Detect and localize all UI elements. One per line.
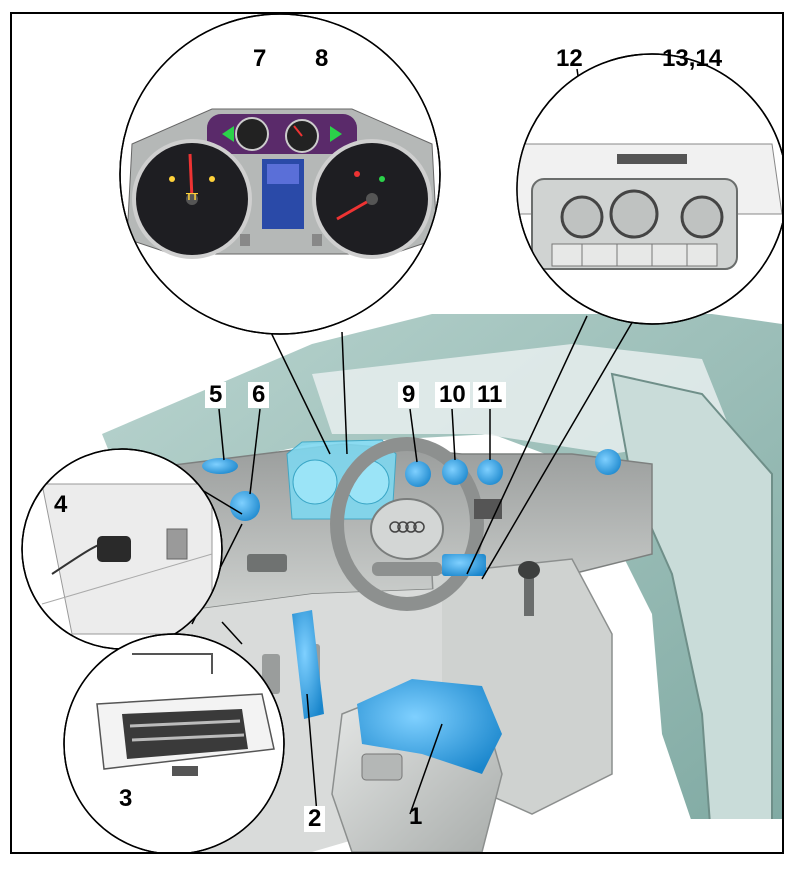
vent-6 [230,491,260,521]
fan-knob [609,189,659,239]
tach-needle [188,153,194,200]
turn-left-indicator [222,126,234,142]
callout-1: 1 [409,803,423,830]
turn-right-indicator [330,126,342,142]
callout-12: 12 [556,45,583,72]
diagram-frame: TT [10,12,784,854]
callout-7: 7 [253,45,267,72]
seat-heating-highlight [357,679,502,774]
small-gauge-left [235,117,269,151]
vent-9 [405,461,431,487]
speedo-needle [336,197,373,221]
vent-11 [477,459,503,485]
temp-knob-left [560,195,604,239]
climate-buttons-row [551,243,718,267]
callout-5: 5 [205,382,227,408]
climate-detail-circle [516,53,782,325]
sill-highlight [292,610,324,719]
vent-10 [442,459,468,485]
climate-panel-highlight [442,554,486,576]
callout-13-14: 13,14 [662,45,723,72]
temp-knob-right [680,195,724,239]
obd-latch [172,766,198,776]
sensor-detail-circle [21,448,223,650]
cluster-gauge-left [292,459,338,505]
corner-blank [662,819,782,852]
vent-right [595,449,621,475]
car-interior-illustration: TT [21,14,782,852]
callout-8: 8 [315,45,329,72]
callout-6: 6 [248,382,270,408]
hazard-strip [617,154,687,164]
callout-10: 10 [435,382,470,408]
connector-detail-circle [63,633,285,852]
callout-11: 11 [473,382,507,408]
light-switch [247,554,287,572]
steering-spoke [372,562,442,576]
callout-2: 2 [304,806,326,832]
audi-rings-logo [389,521,425,533]
callout-4: 4 [54,491,68,518]
seat-adjust-switch [361,753,403,781]
sensor-connector [97,536,131,562]
gear-knob [518,561,540,579]
gear-lever [524,574,534,616]
tt-badge: TT [186,192,198,203]
callout-9: 9 [398,382,420,408]
steering-wheel-rim [330,437,484,611]
vent-5 [202,458,238,474]
callout-3: 3 [119,785,133,812]
cluster-detail-circle: TT [119,14,441,335]
